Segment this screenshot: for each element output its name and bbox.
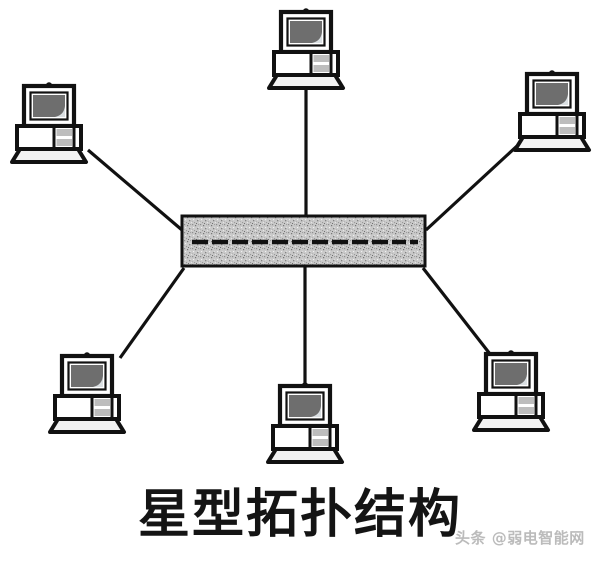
- computer-bottom-right: [474, 350, 548, 430]
- computer-top-left: [12, 82, 86, 162]
- link-top-right: [424, 144, 519, 232]
- computer-bottom-left: [50, 352, 124, 432]
- computer-top-center: [269, 8, 343, 88]
- central-bus-bar: [180, 214, 427, 268]
- computer-top-right: [515, 70, 589, 150]
- computer-bottom-center: [268, 382, 342, 462]
- topology-links: [86, 90, 519, 386]
- link-bottom-right: [421, 267, 492, 355]
- figure-title: 星型拓扑结构: [137, 485, 462, 545]
- link-bottom-left: [118, 267, 186, 359]
- watermark-label: 头条 @弱电智能网: [455, 529, 585, 547]
- link-top-left: [86, 148, 184, 232]
